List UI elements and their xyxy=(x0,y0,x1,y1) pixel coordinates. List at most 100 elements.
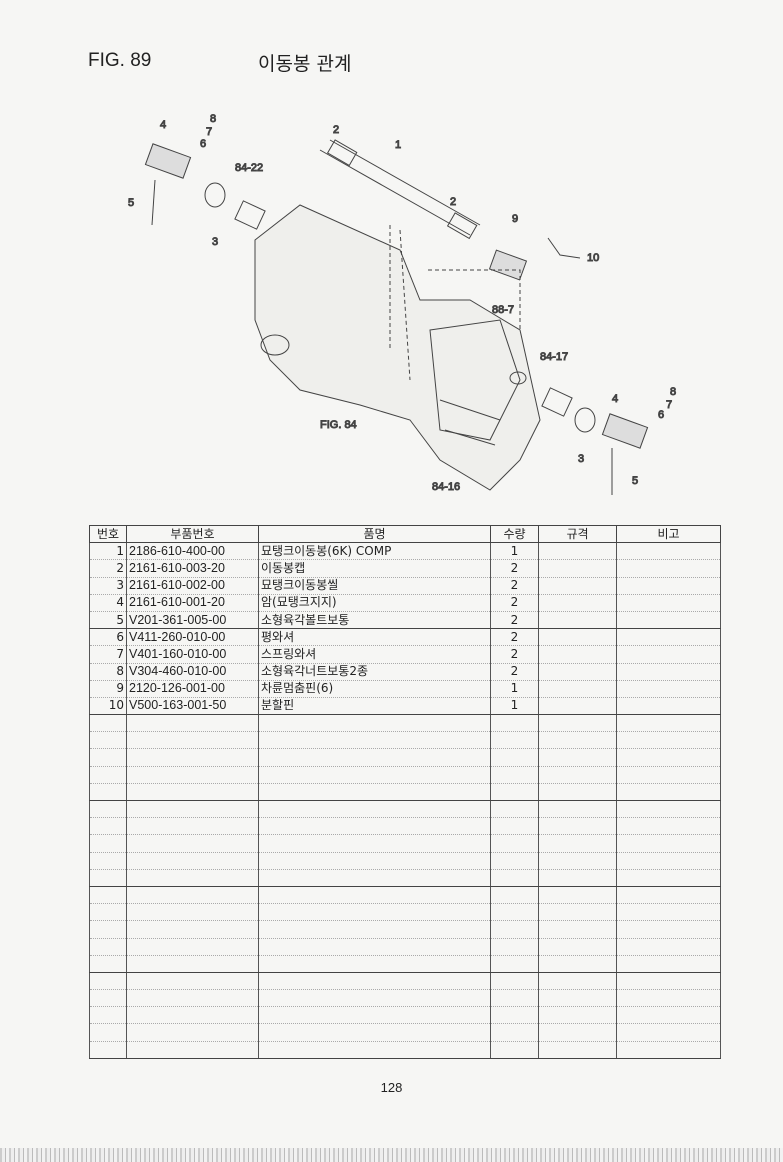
cell-remark xyxy=(616,920,721,939)
cell-remark xyxy=(616,714,721,733)
callout: 10 xyxy=(587,252,599,264)
cell-qty xyxy=(490,800,539,819)
callout: 7 xyxy=(206,126,212,138)
cell-part-name xyxy=(258,989,491,1008)
exploded-parts-diagram: 1 2 2 3 3 4 4 5 5 6 6 7 7 8 8 9 10 84-22… xyxy=(128,113,677,495)
scan-edge xyxy=(0,1148,783,1162)
cell-qty xyxy=(490,972,539,991)
callout: 8 xyxy=(210,113,216,125)
figure-title: 이동봉 관계 xyxy=(258,53,352,75)
cell-remark xyxy=(616,1041,721,1059)
cell-part-name: 소형육각너트보통2종 xyxy=(258,663,491,681)
cell-remark xyxy=(616,731,721,750)
cell-no: 9 xyxy=(89,680,127,698)
cell-qty: 2 xyxy=(490,645,539,664)
cell-qty xyxy=(490,938,539,956)
cell-remark xyxy=(616,955,721,973)
callout: 2 xyxy=(450,196,456,208)
cell-part-name: 분할핀 xyxy=(258,697,491,716)
cell-remark xyxy=(616,972,721,991)
cell-part-name xyxy=(258,1041,491,1059)
cell-spec xyxy=(538,628,617,647)
cell-no xyxy=(89,955,127,973)
cell-qty: 2 xyxy=(490,577,539,595)
cell-part-name: 암(묘탱크지지) xyxy=(258,594,491,612)
cell-no xyxy=(89,972,127,991)
cell-remark xyxy=(616,1023,721,1042)
col-header: 품명 xyxy=(258,524,491,544)
cell-remark xyxy=(616,800,721,819)
cell-part-name xyxy=(258,766,491,784)
cell-remark xyxy=(616,645,721,664)
cell-qty xyxy=(490,817,539,836)
cell-part-name: 묘탱크이동봉씰 xyxy=(258,577,491,595)
cell-no xyxy=(89,852,127,870)
cell-qty xyxy=(490,869,539,887)
cell-part-name xyxy=(258,800,491,819)
cell-qty xyxy=(490,989,539,1008)
cell-no: 2 xyxy=(89,559,127,578)
cell-part-number xyxy=(126,834,259,853)
cell-spec xyxy=(538,577,617,595)
cell-no xyxy=(89,834,127,853)
cell-spec xyxy=(538,680,617,698)
cell-remark xyxy=(616,903,721,922)
cell-spec xyxy=(538,611,617,630)
callout: 84-17 xyxy=(540,351,568,363)
cell-part-number: 2186-610-400-00 xyxy=(126,542,259,561)
cell-part-number: 2161-610-001-20 xyxy=(126,594,259,612)
cell-spec xyxy=(538,817,617,836)
blank-row xyxy=(89,714,721,733)
cell-qty xyxy=(490,903,539,922)
callout: 5 xyxy=(128,197,134,209)
cell-part-number xyxy=(126,766,259,784)
callout: 3 xyxy=(212,236,218,248)
cell-part-number xyxy=(126,938,259,956)
callout: FIG. 84 xyxy=(320,419,357,431)
cell-part-number: V500-163-001-50 xyxy=(126,697,259,716)
cell-part-name: 차륜멈춤핀(6) xyxy=(258,680,491,698)
cell-no: 7 xyxy=(89,645,127,664)
cell-spec xyxy=(538,748,617,767)
callout: 4 xyxy=(160,119,166,131)
blank-row xyxy=(89,903,721,922)
cell-spec xyxy=(538,903,617,922)
cell-qty: 1 xyxy=(490,697,539,716)
cell-spec xyxy=(538,1023,617,1042)
cell-spec xyxy=(538,920,617,939)
cell-part-number xyxy=(126,731,259,750)
cell-qty xyxy=(490,886,539,905)
cell-qty xyxy=(490,783,539,802)
cell-part-name xyxy=(258,886,491,905)
cell-no xyxy=(89,783,127,802)
cell-part-name xyxy=(258,852,491,870)
cell-spec xyxy=(538,800,617,819)
cell-qty xyxy=(490,955,539,973)
cell-no xyxy=(89,920,127,939)
cell-remark xyxy=(616,869,721,887)
cell-spec xyxy=(538,1041,617,1059)
cell-spec xyxy=(538,1006,617,1025)
cell-remark xyxy=(616,611,721,630)
cell-part-number xyxy=(126,748,259,767)
cell-spec xyxy=(538,955,617,973)
cell-part-name xyxy=(258,903,491,922)
cell-part-number: 2161-610-003-20 xyxy=(126,559,259,578)
cell-spec xyxy=(538,972,617,991)
blank-row xyxy=(89,869,721,887)
cell-no xyxy=(89,938,127,956)
blank-row xyxy=(89,920,721,939)
cell-spec xyxy=(538,766,617,784)
blank-row xyxy=(89,800,721,819)
col-header: 번호 xyxy=(89,524,127,544)
cell-remark xyxy=(616,1006,721,1025)
callout: 2 xyxy=(333,124,339,136)
cell-remark xyxy=(616,783,721,802)
cell-part-name xyxy=(258,731,491,750)
cell-part-number xyxy=(126,972,259,991)
blank-row xyxy=(89,972,721,991)
